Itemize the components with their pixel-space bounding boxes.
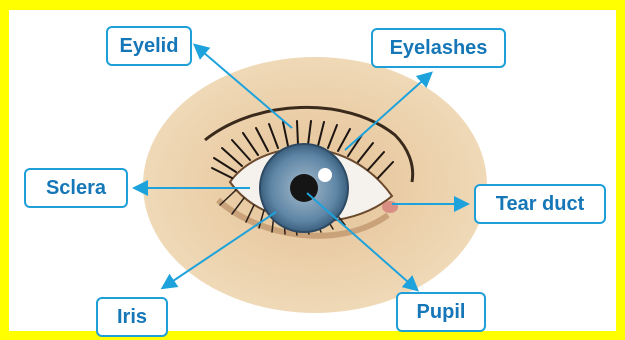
eye-highlight [318, 168, 332, 182]
label-eyelashes: Eyelashes [371, 28, 506, 68]
tear-duct-shape [382, 201, 398, 213]
label-pupil: Pupil [396, 292, 486, 332]
label-iris: Iris [96, 297, 168, 337]
label-sclera: Sclera [24, 168, 128, 208]
label-eyelid: Eyelid [106, 26, 192, 66]
label-tear-duct: Tear duct [474, 184, 606, 224]
